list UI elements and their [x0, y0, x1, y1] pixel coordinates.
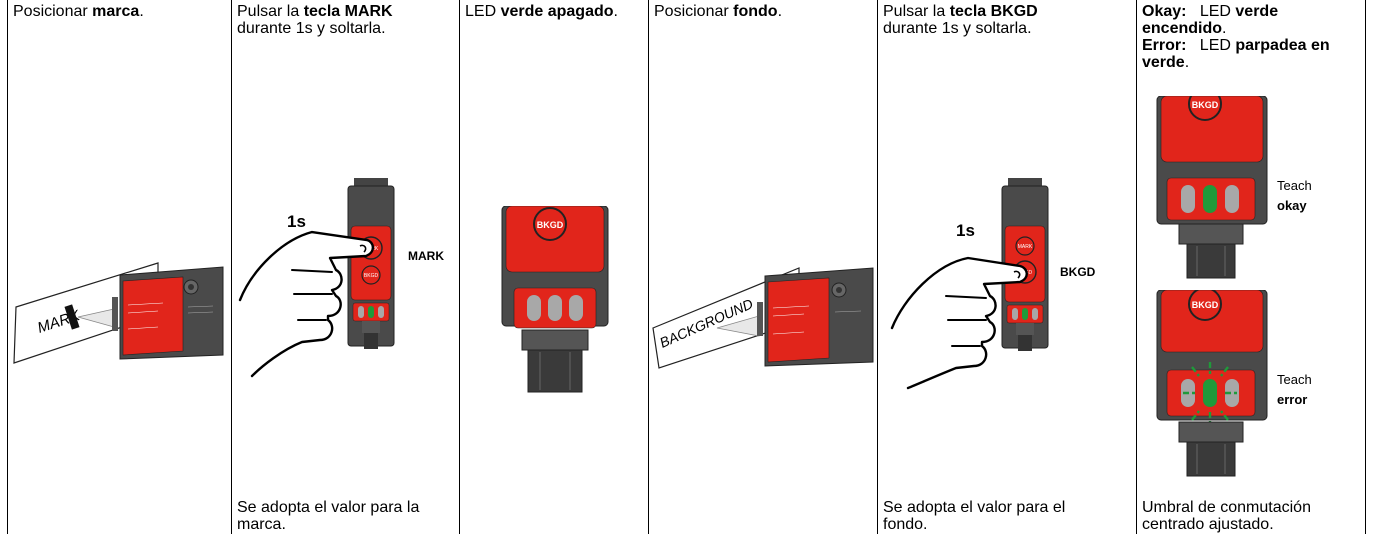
- time-label: 1s: [956, 221, 975, 240]
- divider: [648, 0, 649, 534]
- divider: [1136, 0, 1137, 534]
- mark-button-label: MARK: [1018, 244, 1033, 250]
- step-4-instruction: Posicionar fondo.: [654, 3, 783, 20]
- teach-error-line2: error: [1277, 392, 1307, 407]
- step-1-cell: Posicionar marca. MARK: [8, 0, 231, 534]
- bkgd-button-label: BKGD: [537, 220, 564, 230]
- step-2-cell: Pulsar la tecla MARK durante 1s y soltar…: [232, 0, 459, 534]
- step-5-cell: Pulsar la tecla BKGD durante 1s y soltar…: [878, 0, 1136, 534]
- teach-error-line1: Teach: [1277, 372, 1312, 387]
- sensor-teach-okay-illustration: BKGD Teach okay: [1156, 96, 1312, 279]
- bkgd-key-label: BKGD: [1060, 265, 1096, 279]
- step-6-cell: Okay: LED verde encendido. Error: LED pa…: [1137, 0, 1365, 534]
- step-5-instruction: Pulsar la tecla BKGD durante 1s y soltar…: [883, 3, 1038, 37]
- press-mark-key-illustration: 1s MARK BKGD MARK: [238, 178, 444, 378]
- step-1-instruction: Posicionar marca.: [13, 3, 144, 20]
- step-3-cell: LED verde apagado. BKGD: [460, 0, 648, 534]
- divider: [7, 0, 8, 534]
- sensor-led-off-illustration: BKGD: [501, 206, 609, 393]
- step-4-cell: Posicionar fondo. BACKGROUND: [649, 0, 877, 534]
- bkgd-button-label: BKGD: [1192, 100, 1219, 110]
- step-6-result: Umbral de conmutación centrado ajustado.: [1142, 499, 1311, 533]
- divider: [459, 0, 460, 534]
- step-2-instruction: Pulsar la tecla MARK durante 1s y soltar…: [237, 3, 393, 37]
- teach-okay-line1: Teach: [1277, 178, 1312, 193]
- step-3-instruction: LED verde apagado.: [465, 3, 618, 20]
- teach-okay-line2: okay: [1277, 198, 1307, 213]
- time-label: 1s: [287, 212, 306, 231]
- sensor-teach-error-illustration: BKGD Teach error: [1156, 290, 1312, 477]
- step-6-instruction: Okay: LED verde encendido. Error: LED pa…: [1142, 3, 1330, 71]
- step-5-result: Se adopta el valor para el fondo.: [883, 499, 1066, 533]
- sensor-with-background-illustration: BACKGROUND: [652, 267, 874, 369]
- bkgd-button-label: BKGD: [1192, 300, 1219, 310]
- divider: [231, 0, 232, 534]
- bkgd-button-label: BKGD: [364, 273, 379, 279]
- step-2-result: Se adopta el valor para la marca.: [237, 499, 420, 533]
- divider: [1365, 0, 1366, 534]
- press-bkgd-key-illustration: 1s MARK BKGD BKGD: [890, 178, 1096, 390]
- mark-key-label: MARK: [408, 249, 444, 263]
- divider: [877, 0, 878, 534]
- sensor-with-mark-illustration: MARK: [13, 262, 224, 364]
